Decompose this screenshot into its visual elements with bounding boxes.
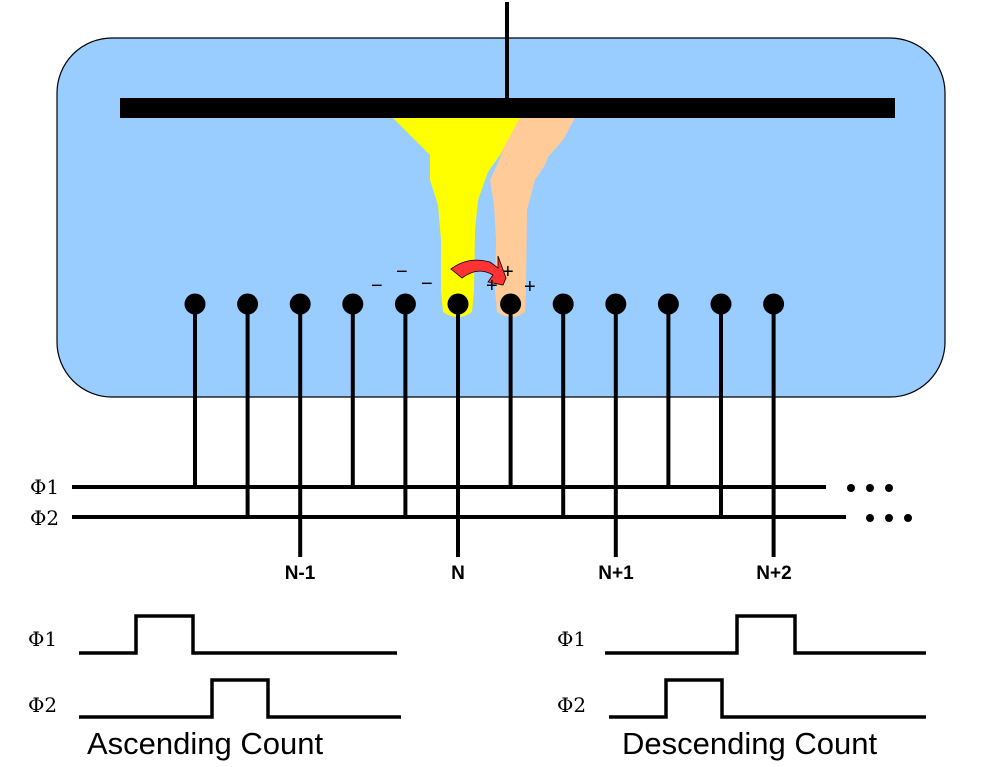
electrode — [342, 293, 364, 315]
electrode — [289, 293, 311, 315]
phi1-bus-label: Φ1 — [30, 475, 59, 499]
positive-charge: + — [524, 276, 536, 298]
positive-charge: + — [502, 261, 514, 283]
electrode — [394, 293, 416, 315]
positive-charge-region — [490, 118, 575, 317]
negative-charge: − — [421, 273, 433, 295]
electrode — [184, 293, 206, 315]
descending-phi2-label: Φ2 — [557, 693, 586, 717]
output-label: N-1 — [285, 563, 316, 584]
electrode — [657, 293, 679, 315]
descending-phi1-waveform — [605, 614, 926, 655]
electrode — [500, 293, 522, 315]
ascending-phi1-waveform — [79, 614, 397, 655]
electrode — [552, 293, 574, 315]
negative-charge: − — [371, 275, 383, 297]
phi2-bus-label: Φ2 — [30, 506, 59, 530]
electrode — [447, 293, 469, 315]
output-label: N — [451, 563, 465, 584]
ascending-phi2-label: Φ2 — [28, 693, 57, 717]
negative-charge: − — [396, 261, 408, 283]
positive-charge: + — [486, 275, 498, 297]
electrode — [763, 293, 785, 315]
ascending-phi2-waveform — [79, 678, 401, 719]
top-plate — [120, 98, 895, 118]
charge-transfer-arrow — [450, 255, 507, 286]
ascending-timing: Φ1 Φ2 Ascending Count — [28, 614, 401, 761]
ascending-caption: Ascending Count — [87, 726, 323, 761]
output-label: N+2 — [756, 563, 791, 584]
descending-timing: Φ1 Φ2 Descending Count — [557, 614, 926, 761]
ascending-phi1-label: Φ1 — [28, 627, 57, 651]
descending-phi1-label: Φ1 — [557, 627, 586, 651]
phi2-continuation-dots — [866, 514, 912, 522]
electrode — [710, 293, 732, 315]
phi1-continuation-dots — [847, 484, 893, 492]
output-label: N+1 — [598, 563, 634, 584]
descending-phi2-waveform — [609, 678, 926, 719]
electrode-array — [184, 293, 785, 557]
electrode — [237, 293, 259, 315]
electrode — [605, 293, 627, 315]
descending-caption: Descending Count — [622, 726, 877, 761]
negative-charge-region — [393, 118, 520, 317]
